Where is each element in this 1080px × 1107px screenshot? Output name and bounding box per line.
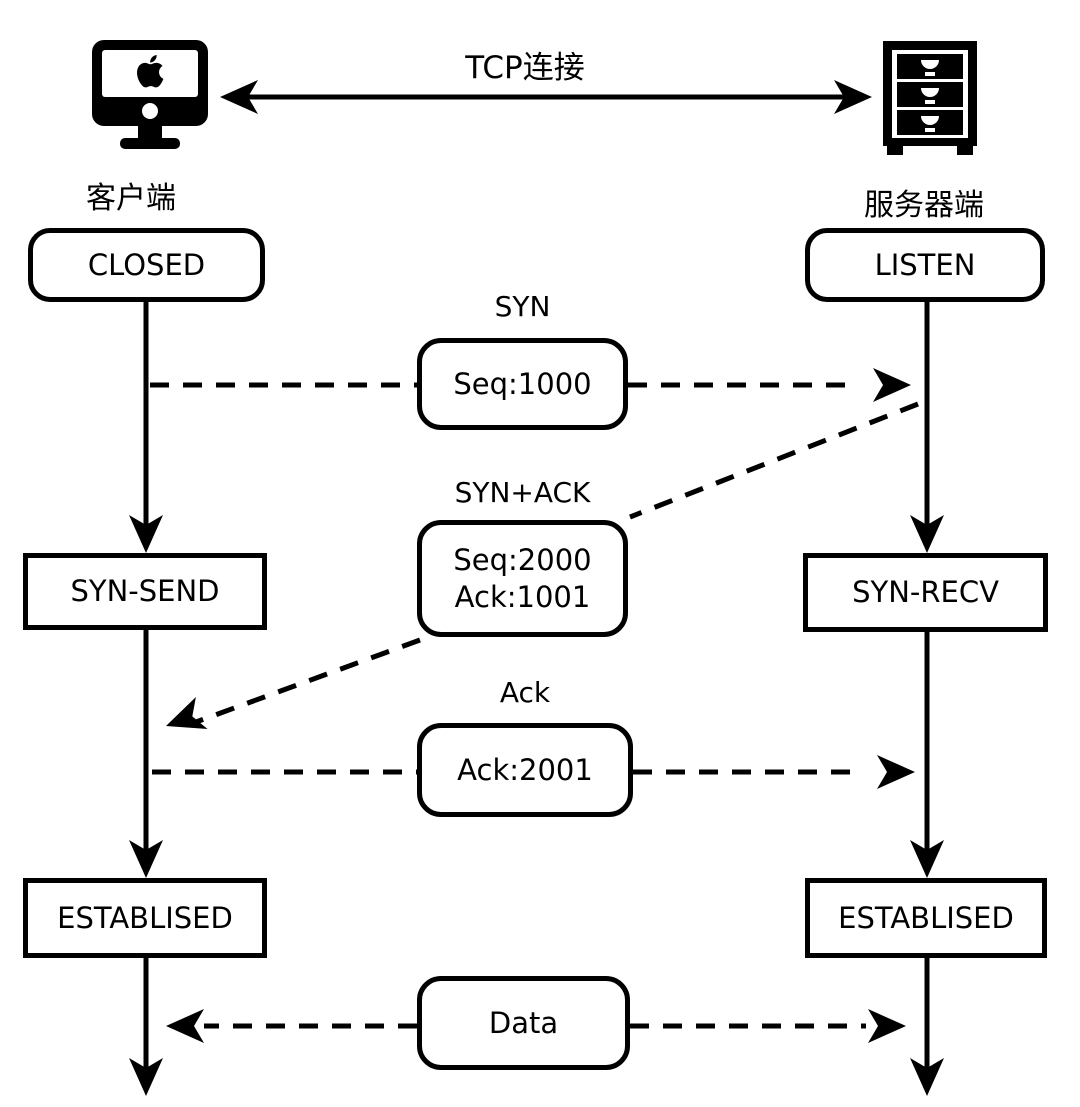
- state-box-syn-recv: SYN-RECV: [803, 553, 1048, 632]
- ack-message-title: Ack: [499, 676, 551, 709]
- message-line: Seq:2000: [453, 543, 592, 578]
- apple-logo-icon: [137, 55, 164, 88]
- state-label: CLOSED: [87, 247, 206, 282]
- state-label: SYN-SEND: [70, 574, 220, 609]
- client-lifeline: [129, 302, 163, 1096]
- data-arrow: [166, 1009, 906, 1043]
- server-actor-label: 服务器端: [864, 188, 984, 223]
- imac-computer-icon: [92, 40, 208, 149]
- state-label: LISTEN: [874, 247, 976, 282]
- state-label: ESTABLISED: [838, 900, 1014, 935]
- tcp-connection-arrow: [220, 80, 872, 114]
- syn-message-box: Seq:1000: [417, 338, 628, 430]
- message-line: Data: [488, 1005, 559, 1040]
- message-line: Ack:2001: [457, 752, 593, 787]
- syn-message-title: SYN: [494, 290, 551, 323]
- syn-ack-arrow: [166, 401, 919, 729]
- state-label: SYN-RECV: [852, 575, 999, 610]
- server-cabinet-icon: [883, 41, 977, 155]
- state-box-establised-client: ESTABLISED: [23, 878, 267, 958]
- message-line: Ack:1001: [454, 579, 591, 614]
- syn-arrow: [150, 368, 911, 402]
- state-box-establised-server: ESTABLISED: [805, 878, 1047, 958]
- state-box-closed: CLOSED: [28, 228, 265, 302]
- client-actor-label: 客户端: [86, 181, 176, 216]
- state-box-syn-send: SYN-SEND: [23, 553, 267, 630]
- state-label: ESTABLISED: [57, 900, 233, 935]
- state-box-listen: LISTEN: [805, 228, 1045, 302]
- syn-ack-message-box: Seq:2000 Ack:1001: [417, 520, 628, 637]
- ack-message-box: Ack:2001: [417, 723, 633, 817]
- syn-ack-message-title: SYN+ACK: [454, 476, 591, 509]
- message-line: Seq:1000: [453, 366, 592, 401]
- tcp-connection-label: TCP连接: [465, 50, 585, 86]
- data-message-box: Data: [417, 976, 630, 1070]
- ack-arrow: [152, 755, 915, 789]
- server-lifeline: [910, 302, 944, 1096]
